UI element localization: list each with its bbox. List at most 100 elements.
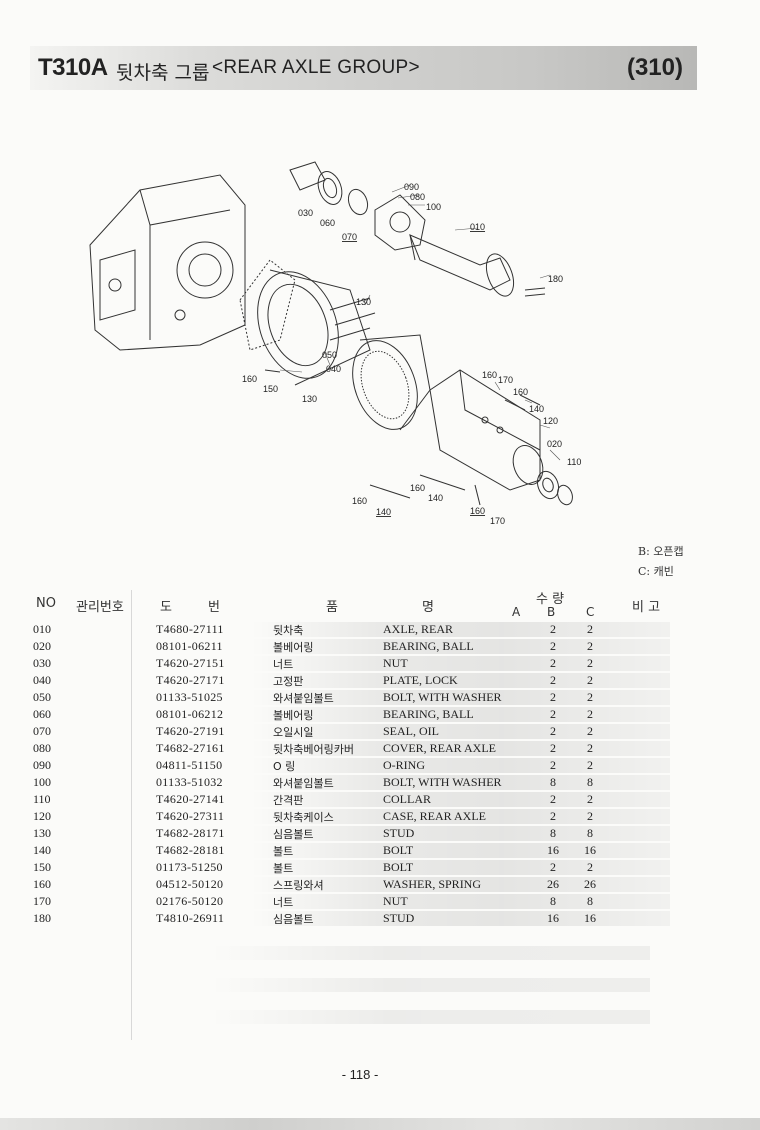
qty-c: 2 [587, 656, 593, 670]
part-name-english: PLATE, LOCK [383, 673, 458, 687]
part-name-korean: 심음볼트 [273, 828, 314, 841]
part-number: T4620-27151 [156, 656, 225, 670]
empty-row-band [210, 978, 650, 992]
qty-c: 2 [587, 741, 593, 755]
callout-130-bottom: 130 [302, 394, 317, 404]
part-name-korean: 심음볼트 [273, 913, 314, 926]
exploded-parts-diagram: 090 080 100 030 060 070 010 180 130 050 … [89, 161, 581, 526]
part-number: 08101-06212 [156, 707, 224, 721]
part-no: 040 [33, 673, 51, 687]
part-number: T4810-26911 [156, 911, 225, 925]
column-separator [131, 590, 132, 1040]
part-number: 02176-50120 [156, 894, 224, 908]
callout-090: 090 [404, 182, 419, 192]
part-name-english: BOLT, WITH WASHER [383, 775, 502, 789]
callout-140-bl: 140 [376, 507, 391, 517]
qty-c: 2 [587, 758, 593, 772]
part-number: 04811-51150 [156, 758, 223, 772]
part-name-korean: 뒷차축 [273, 624, 304, 637]
callout-060: 060 [320, 218, 335, 228]
qty-b: 2 [550, 724, 556, 738]
qty-b: 8 [550, 775, 556, 789]
group-title-english: <REAR AXLE GROUP> [212, 57, 420, 78]
callout-030: 030 [298, 208, 313, 218]
callout-120: 120 [543, 416, 558, 426]
qty-b: 2 [550, 707, 556, 721]
part-no: 160 [33, 877, 51, 891]
header-name-1: 품 [326, 600, 338, 615]
part-number: T4620-27171 [156, 673, 225, 687]
part-name-korean: 너트 [273, 896, 294, 909]
qty-b: 8 [550, 826, 556, 840]
qty-c: 2 [587, 690, 593, 704]
group-code: T310A [38, 54, 108, 81]
qty-b: 2 [550, 639, 556, 653]
qty-c: 8 [587, 775, 593, 789]
part-no: 060 [33, 707, 51, 721]
callout-010: 010 [470, 222, 485, 232]
part-name-english: STUD [383, 911, 415, 925]
part-number: 01173-51250 [156, 860, 223, 874]
part-no: 080 [33, 741, 51, 755]
qty-b: 2 [550, 860, 556, 874]
part-name-korean: 간격판 [273, 794, 304, 807]
qty-b: 2 [550, 622, 556, 636]
callout-140-right: 140 [529, 404, 544, 414]
callout-160-br: 160 [470, 506, 485, 516]
legend-cabin: C: 캐빈 [638, 565, 674, 578]
part-name-korean: 오일시일 [273, 726, 314, 739]
qty-b: 2 [550, 673, 556, 687]
qty-b: 2 [550, 690, 556, 704]
part-no: 180 [33, 911, 51, 925]
header-qty-b: B [547, 605, 556, 619]
header-management-number: 관리번호 [76, 600, 124, 615]
group-number: (310) [626, 54, 683, 81]
qty-c: 2 [587, 809, 593, 823]
header-remarks: 비 고 [632, 600, 661, 615]
callout-160-bottom: 160 [410, 483, 425, 493]
part-name-korean: O 링 [273, 760, 296, 773]
part-no: 010 [33, 622, 51, 636]
callout-160-bl: 160 [352, 496, 367, 506]
qty-c: 8 [587, 826, 593, 840]
part-no: 130 [33, 826, 51, 840]
page-number: - 118 - [341, 1067, 379, 1082]
part-number: T4620-27141 [156, 792, 225, 806]
header-qty-a: A [512, 605, 521, 619]
qty-c: 2 [587, 792, 593, 806]
callout-180: 180 [548, 274, 563, 284]
qty-b: 16 [547, 911, 559, 925]
qty-b: 2 [550, 656, 556, 670]
scan-edge-band [0, 1118, 760, 1130]
part-name-korean: 고정판 [273, 675, 304, 688]
callout-080: 080 [410, 192, 425, 202]
callout-170-right: 170 [498, 375, 513, 385]
part-name-korean: 볼트 [273, 845, 294, 858]
callout-100: 100 [426, 202, 441, 212]
part-number: 01133-51032 [156, 775, 223, 789]
qty-b: 2 [550, 758, 556, 772]
qty-b: 2 [550, 741, 556, 755]
part-name-english: STUD [383, 826, 415, 840]
header-qty-c: C [586, 605, 595, 619]
part-number: T4682-27161 [156, 741, 225, 755]
qty-b: 16 [547, 843, 559, 857]
part-no: 170 [33, 894, 51, 908]
part-name-english: AXLE, REAR [383, 622, 453, 636]
part-name-english: BOLT [383, 860, 414, 874]
qty-b: 2 [550, 792, 556, 806]
qty-c: 16 [584, 843, 596, 857]
part-name-english: NUT [383, 656, 408, 670]
part-number: T4620-27191 [156, 724, 225, 738]
callout-130-top: 130 [356, 297, 371, 307]
callout-140-bottom: 140 [428, 493, 443, 503]
